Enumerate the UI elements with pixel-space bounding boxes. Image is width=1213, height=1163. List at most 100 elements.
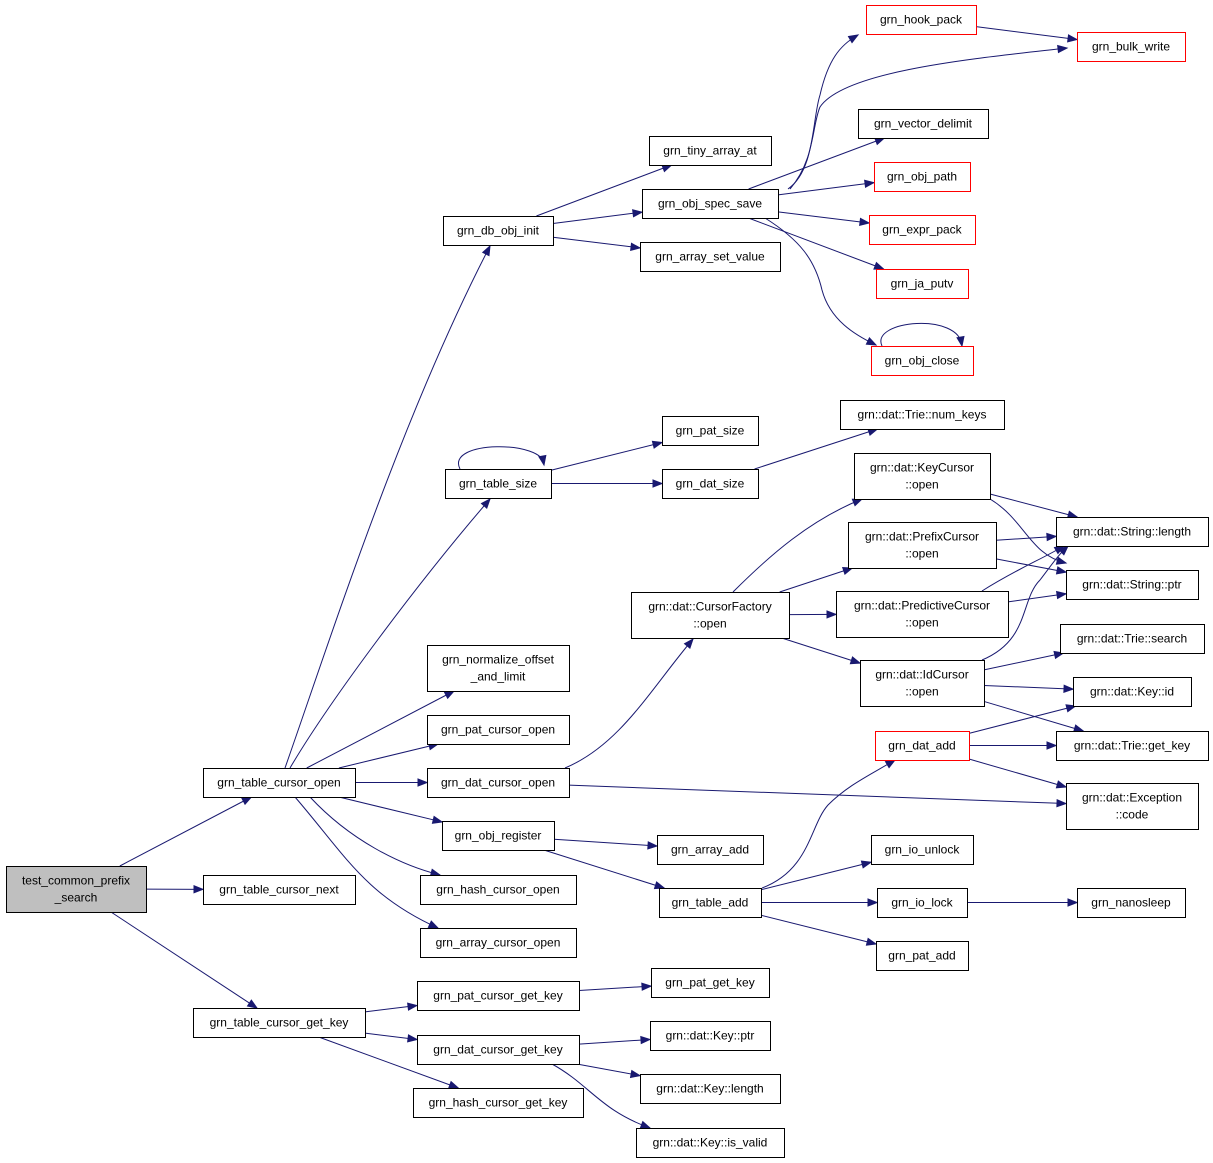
edge-grn_obj_spec_save-to-grn_bulk_write [789,44,1069,190]
edge-PrefixCursor_open-to-String_ptr [995,558,1068,575]
node-grn_dat_size[interactable]: grn_dat_size [662,469,759,499]
node-Trie_search[interactable]: grn::dat::Trie::search [1060,624,1205,654]
edge-IdCursor_open-to-Trie_search-line [983,652,1064,671]
node-label: grn_pat_add [888,949,955,963]
node-box [876,269,969,299]
node-label: grn_dat_size [676,477,745,491]
node-grn_db_obj_init[interactable]: grn_db_obj_init [443,216,554,246]
node-Key_length[interactable]: grn::dat::Key::length [640,1074,781,1104]
node-grn_ja_putv[interactable]: grn_ja_putv [876,269,969,299]
node-grn_expr_pack[interactable]: grn_expr_pack [869,215,976,245]
node-test_common_prefix_search[interactable]: test_common_prefix_search [6,866,147,913]
node-PrefixCursor_open[interactable]: grn::dat::PrefixCursor::open [848,522,997,569]
edge-CursorFactory_open-to-PredictiveCursor_open [788,610,838,619]
node-label: grn_hook_pack [880,13,963,27]
node-grn_pat_get_key[interactable]: grn_pat_get_key [651,968,770,998]
edge-grn_obj_spec_save-to-grn_obj_path-line [777,182,875,196]
node-label: grn::dat::IdCursor [875,668,968,682]
edge-CursorFactory_open-to-KeyCursor_open [732,498,864,593]
node-grn_io_lock[interactable]: grn_io_lock [877,888,968,918]
node-grn_normalize_offset_and_limit[interactable]: grn_normalize_offset_and_limit [427,645,570,692]
node-grn_io_unlock[interactable]: grn_io_unlock [871,835,974,865]
node-grn_dat_cursor_open[interactable]: grn_dat_cursor_open [427,768,570,798]
node-grn_vector_delimit[interactable]: grn_vector_delimit [858,109,989,139]
node-box [649,136,772,166]
node-grn_dat_cursor_get_key[interactable]: grn_dat_cursor_get_key [417,1035,580,1065]
edge-grn_table_cursor_open-to-grn_obj_register-line [338,796,443,823]
node-grn_table_size[interactable]: grn_table_size [445,469,552,499]
edge-grn_table_cursor_open-to-grn_hash_cursor_open [309,796,442,877]
edge-test_common_prefix_search-to-grn_table_cursor_next-arrowhead [193,885,205,894]
node-grn_table_add[interactable]: grn_table_add [659,888,762,918]
node-box [871,346,974,376]
edge-grn_table_cursor_get_key-to-grn_hash_cursor_get_key-arrowhead [447,1080,460,1089]
node-grn_obj_register[interactable]: grn_obj_register [442,821,555,851]
node-box [427,645,570,692]
node-Key_ptr[interactable]: grn::dat::Key::ptr [650,1021,771,1051]
node-grn_dat_add[interactable]: grn_dat_add [875,731,970,761]
edge-grn_io_lock-to-grn_nanosleep-arrowhead [1067,898,1079,907]
edge-KeyCursor_open-to-String_length [989,493,1079,519]
node-grn_bulk_write[interactable]: grn_bulk_write [1077,32,1186,62]
node-Trie_num_keys[interactable]: grn::dat::Trie::num_keys [840,400,1005,430]
edge-grn_dat_add-to-Exception_code-line [968,758,1067,788]
node-grn_tiny_array_at[interactable]: grn_tiny_array_at [649,136,772,166]
edge-grn_table_add-to-grn_pat_add [760,914,878,946]
node-box [642,189,779,219]
edge-grn_dat_cursor_get_key-to-Key_is_valid-arrowhead [639,1120,652,1129]
node-grn_obj_path[interactable]: grn_obj_path [874,162,971,192]
node-PredictiveCursor_open[interactable]: grn::dat::PredictiveCursor::open [836,591,1009,638]
node-grn_pat_add[interactable]: grn_pat_add [876,941,969,971]
edge-grn_table_cursor_open-to-grn_normalize_offset_and_limit-line [306,690,455,769]
node-Exception_code[interactable]: grn::dat::Exception::code [1066,783,1199,830]
node-label: grn_dat_cursor_open [441,776,555,790]
edge-grn_obj_spec_save-to-grn_bulk_write-line [789,47,1068,190]
node-grn_pat_cursor_open[interactable]: grn_pat_cursor_open [427,715,570,745]
edge-CursorFactory_open-to-IdCursor_open-line [781,637,861,664]
node-label: ::open [905,547,938,561]
edge-grn_table_size-to-grn_table_size [457,446,547,470]
node-grn_hook_pack[interactable]: grn_hook_pack [866,5,977,35]
node-grn_array_add[interactable]: grn_array_add [657,835,764,865]
node-String_ptr[interactable]: grn::dat::String::ptr [1066,570,1199,600]
node-box [1056,517,1209,547]
edge-grn_db_obj_init-to-grn_array_set_value [552,236,642,251]
node-label: grn_table_size [459,477,537,491]
edge-grn_table_cursor_open-to-grn_pat_cursor_open [338,742,440,769]
edge-grn_obj_spec_save-to-grn_hook_pack [787,34,860,190]
node-grn_pat_cursor_get_key[interactable]: grn_pat_cursor_get_key [417,981,580,1011]
edge-grn_hook_pack-to-grn_bulk_write [975,26,1079,43]
node-box [1056,731,1209,761]
node-Key_is_valid[interactable]: grn::dat::Key::is_valid [636,1128,785,1158]
node-IdCursor_open[interactable]: grn::dat::IdCursor::open [860,660,985,707]
node-grn_table_cursor_get_key[interactable]: grn_table_cursor_get_key [193,1008,366,1038]
node-grn_table_cursor_open[interactable]: grn_table_cursor_open [203,768,356,798]
edge-grn_obj_spec_save-to-grn_bulk_write-arrowhead [1057,44,1069,54]
node-grn_obj_close[interactable]: grn_obj_close [871,346,974,376]
node-grn_pat_size[interactable]: grn_pat_size [662,416,759,446]
node-Key_id[interactable]: grn::dat::Key::id [1073,677,1192,707]
node-grn_array_cursor_open[interactable]: grn_array_cursor_open [420,928,577,958]
node-grn_table_cursor_next[interactable]: grn_table_cursor_next [203,875,356,905]
node-String_length[interactable]: grn::dat::String::length [1056,517,1209,547]
node-grn_hash_cursor_open[interactable]: grn_hash_cursor_open [420,875,577,905]
node-grn_obj_spec_save[interactable]: grn_obj_spec_save [642,189,779,219]
edge-KeyCursor_open-to-String_ptr [989,498,1068,565]
node-Trie_get_key[interactable]: grn::dat::Trie::get_key [1056,731,1209,761]
node-KeyCursor_open[interactable]: grn::dat::KeyCursor::open [854,453,991,500]
edge-IdCursor_open-to-Trie_get_key [983,700,1085,733]
edge-grn_table_add-to-grn_dat_add-line [761,759,896,889]
node-grn_array_set_value[interactable]: grn_array_set_value [640,242,781,272]
node-label: grn::dat::CursorFactory [648,600,771,614]
node-label: grn_expr_pack [882,223,962,237]
edge-grn_table_size-to-grn_pat_size [550,440,664,471]
node-box [662,416,759,446]
node-label: grn_io_lock [891,896,953,910]
edge-IdCursor_open-to-String_length-arrowhead [1058,545,1070,556]
node-grn_hash_cursor_get_key[interactable]: grn_hash_cursor_get_key [413,1088,584,1118]
edge-grn_table_cursor_open-to-grn_array_cursor_open [294,796,440,929]
node-grn_nanosleep[interactable]: grn_nanosleep [1077,888,1186,918]
node-box [193,1008,366,1038]
edge-grn_obj_close-to-grn_obj_close-line [880,322,963,347]
node-CursorFactory_open[interactable]: grn::dat::CursorFactory::open [631,592,790,639]
